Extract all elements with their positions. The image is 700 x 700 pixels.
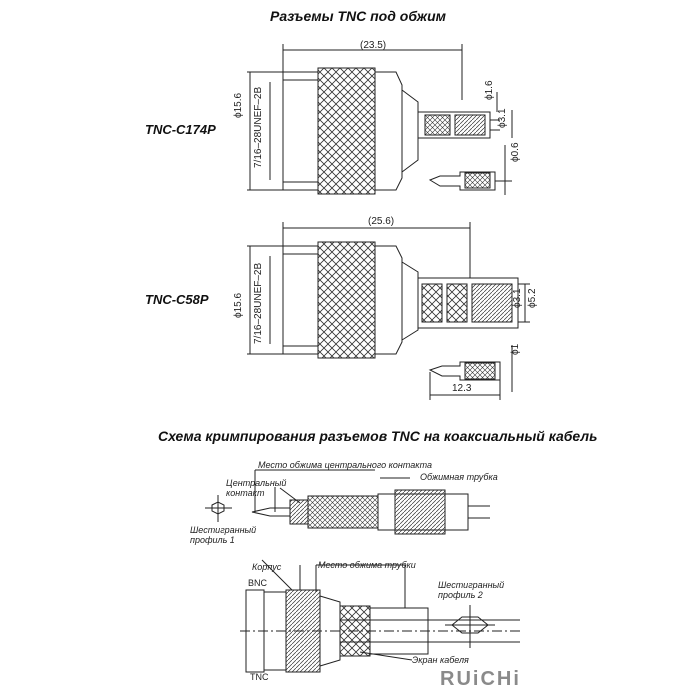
c2-pin-dia: ϕ1: [510, 343, 521, 355]
crimp-title: Схема кримпирования разъемов TNC на коак…: [158, 428, 598, 444]
main-title: Разъемы TNC под обжим: [270, 8, 447, 24]
c2-length-dim: (25.6): [368, 216, 395, 227]
c2-d2: ϕ5.2: [527, 288, 538, 308]
c1-model-label: TNC-C174P: [145, 122, 216, 137]
brand-logo: RUiCHi: [440, 668, 521, 690]
note-tube-crimp: Место обжима трубки: [318, 560, 416, 570]
c1-pin-dia: ϕ0.6: [510, 142, 521, 162]
note-hex-profile-1: Шестигранный профиль 1: [190, 525, 257, 545]
c2-body-diameter: ϕ15.6: [233, 292, 244, 318]
c1-length-dim: (23.5): [360, 40, 387, 51]
c2-pin-length: 12.3: [452, 383, 472, 394]
note-bnc: BNC: [248, 578, 268, 588]
note-body: Корпус: [252, 562, 282, 572]
note-shield: Экран кабеля: [412, 655, 469, 665]
crimp-diagram-2: [240, 564, 520, 673]
note-hex-profile-2: Шестигранный профиль 2: [438, 580, 505, 600]
connector-2-drawing: [247, 222, 530, 400]
c1-d2: ϕ3.1: [497, 108, 508, 128]
note-crimp-tube: Обжимная трубка: [420, 472, 498, 482]
note-center-contact: Центральный контакт: [226, 478, 287, 498]
c1-body-diameter: ϕ15.6: [233, 92, 244, 118]
note-center-crimp: Место обжима центрального контакта: [258, 460, 433, 470]
c1-d1: ϕ1.6: [484, 80, 495, 100]
c2-thread: 7/16–28UNEF–2B: [253, 262, 264, 344]
crimp-diagram-1: [205, 469, 490, 535]
connector-1-drawing: [247, 44, 513, 195]
c1-thread: 7/16–28UNEF–2B: [253, 86, 264, 168]
c2-model-label: TNC-C58P: [145, 292, 209, 307]
c2-d1: ϕ3.1: [512, 288, 523, 308]
note-tnc: TNC: [250, 672, 269, 682]
